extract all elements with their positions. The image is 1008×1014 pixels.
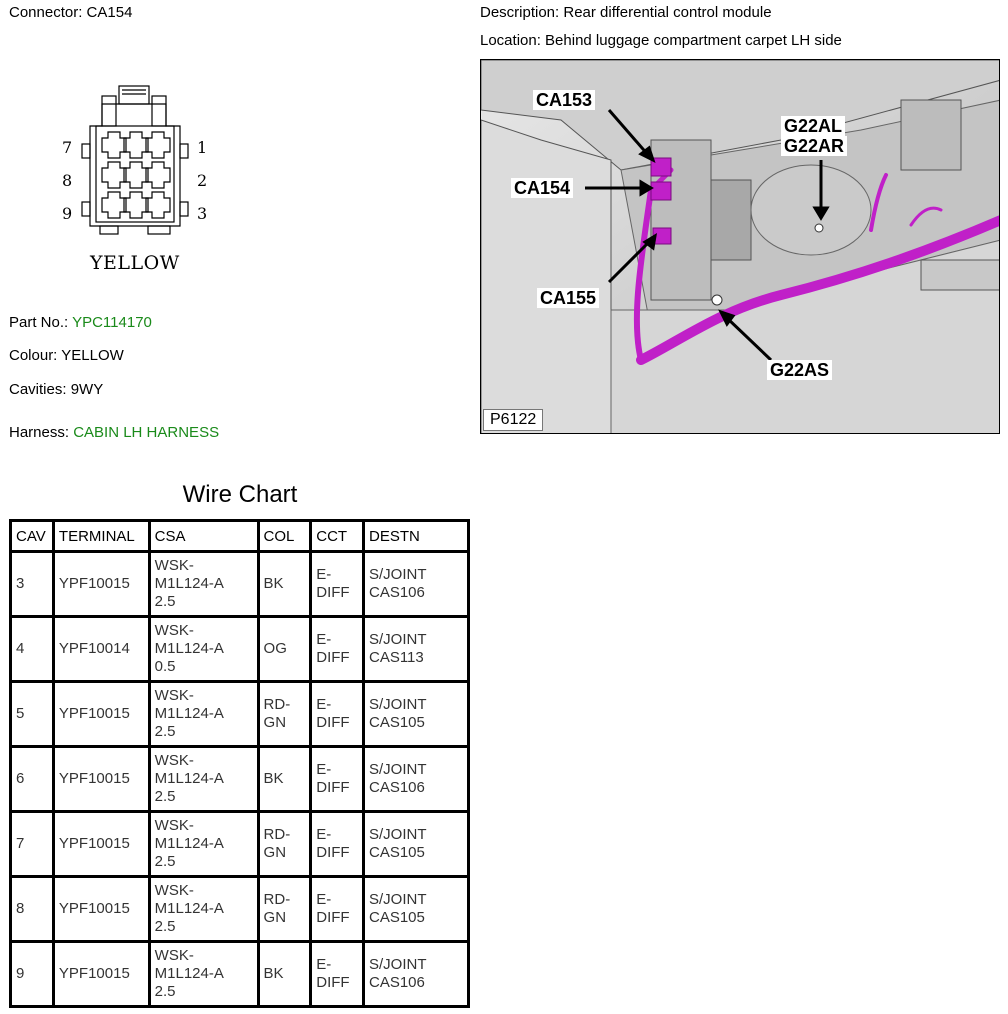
part-number-row: Part No.: YPC114170 [9,314,152,331]
location-label: Location: Behind luggage compartment car… [480,32,842,49]
cell-col: RD- GN [256,810,313,878]
cell-cct: E- DIFF [309,680,365,748]
cavities-row: Cavities: 9WY [9,381,103,398]
cell-terminal: YPF10015 [51,810,151,878]
cell-destn: S/JOINT CAS113 [361,615,471,683]
cell-destn: S/JOINT CAS106 [361,940,471,1008]
location-photo: CA153 CA154 CA155 G22AL G22AR G22AS P612… [480,59,1000,434]
harness-value[interactable]: CABIN LH HARNESS [73,424,220,441]
cell-col: RD- GN [256,875,313,943]
cell-terminal: YPF10015 [51,680,151,748]
connector-diagram: 7 8 9 1 2 3 YELLOW [52,80,242,280]
cell-col: RD- GN [256,680,313,748]
cell-csa: WSK- M1L124-A 2.5 [147,550,260,618]
column-header-cav: CAV [9,519,55,553]
colour-label: Colour: [9,347,58,364]
cell-cav: 4 [9,615,55,683]
cell-cct: E- DIFF [309,550,365,618]
cell-col: BK [256,550,313,618]
cell-cct: E- DIFF [309,745,365,813]
wire-chart-title: Wire Chart [182,481,298,508]
cell-cct: E- DIFF [309,615,365,683]
harness-label: Harness: [9,424,70,441]
part-number-value[interactable]: YPC114170 [72,314,152,331]
description-label: Description: Rear differential control m… [480,4,772,21]
column-header-destn: DESTN [361,519,471,553]
callout-g22as: G22AS [767,360,833,380]
colour-value: YELLOW [61,347,124,364]
cell-csa: WSK- M1L124-A 2.5 [147,875,260,943]
callout-g22al: G22AL [781,116,846,136]
column-header-col: COL [256,519,313,553]
cell-csa: WSK- M1L124-A 2.5 [147,810,260,878]
cell-destn: S/JOINT CAS105 [361,875,471,943]
cell-cav: 3 [9,550,55,618]
cell-cav: 7 [9,810,55,878]
colour-row: Colour: YELLOW [9,347,124,364]
cavities-value: 9WY [70,381,104,398]
cell-cav: 6 [9,745,55,813]
cell-col: OG [256,615,313,683]
cell-destn: S/JOINT CAS106 [361,550,471,618]
photo-reference: P6122 [483,409,544,431]
cell-cct: E- DIFF [309,810,365,878]
column-header-csa: CSA [147,519,260,553]
cell-col: BK [256,940,313,1008]
cell-csa: WSK- M1L124-A 0.5 [147,615,260,683]
pin-number-8: 8 [62,171,73,190]
cell-cct: E- DIFF [309,940,365,1008]
cell-destn: S/JOINT CAS105 [361,810,471,878]
pin-number-9: 9 [62,204,73,223]
cell-csa: WSK- M1L124-A 2.5 [147,940,260,1008]
cell-cct: E- DIFF [309,875,365,943]
cell-csa: WSK- M1L124-A 2.5 [147,680,260,748]
cell-cav: 9 [9,940,55,1008]
connector-face-drawing [81,85,189,235]
callout-g22ar: G22AR [781,136,848,156]
pin-number-3: 3 [197,204,208,223]
callout-ca155: CA155 [537,288,600,308]
callout-ca154: CA154 [511,178,574,198]
cell-terminal: YPF10015 [51,940,151,1008]
pin-number-7: 7 [62,138,73,157]
location-illustration [481,60,999,433]
part-number-label: Part No.: [9,314,69,331]
column-header-cct: CCT [309,519,365,553]
cell-col: BK [256,745,313,813]
cell-terminal: YPF10015 [51,745,151,813]
cell-cav: 5 [9,680,55,748]
cell-destn: S/JOINT CAS106 [361,745,471,813]
pin-number-1: 1 [197,138,208,157]
cell-cav: 8 [9,875,55,943]
table-header-row: CAV TERMINAL CSA COL CCT DESTN [9,519,471,553]
harness-row: Harness: CABIN LH HARNESS [9,424,219,441]
cell-terminal: YPF10014 [51,615,151,683]
cavities-label: Cavities: [9,381,67,398]
column-header-terminal: TERMINAL [51,519,151,553]
pin-number-2: 2 [197,171,208,190]
cell-terminal: YPF10015 [51,875,151,943]
connector-label: Connector: CA154 [9,4,133,21]
cell-csa: WSK- M1L124-A 2.5 [147,745,260,813]
cell-destn: S/JOINT CAS105 [361,680,471,748]
cell-terminal: YPF10015 [51,550,151,618]
connector-color-label: YELLOW [90,252,180,274]
callout-ca153: CA153 [533,90,596,110]
